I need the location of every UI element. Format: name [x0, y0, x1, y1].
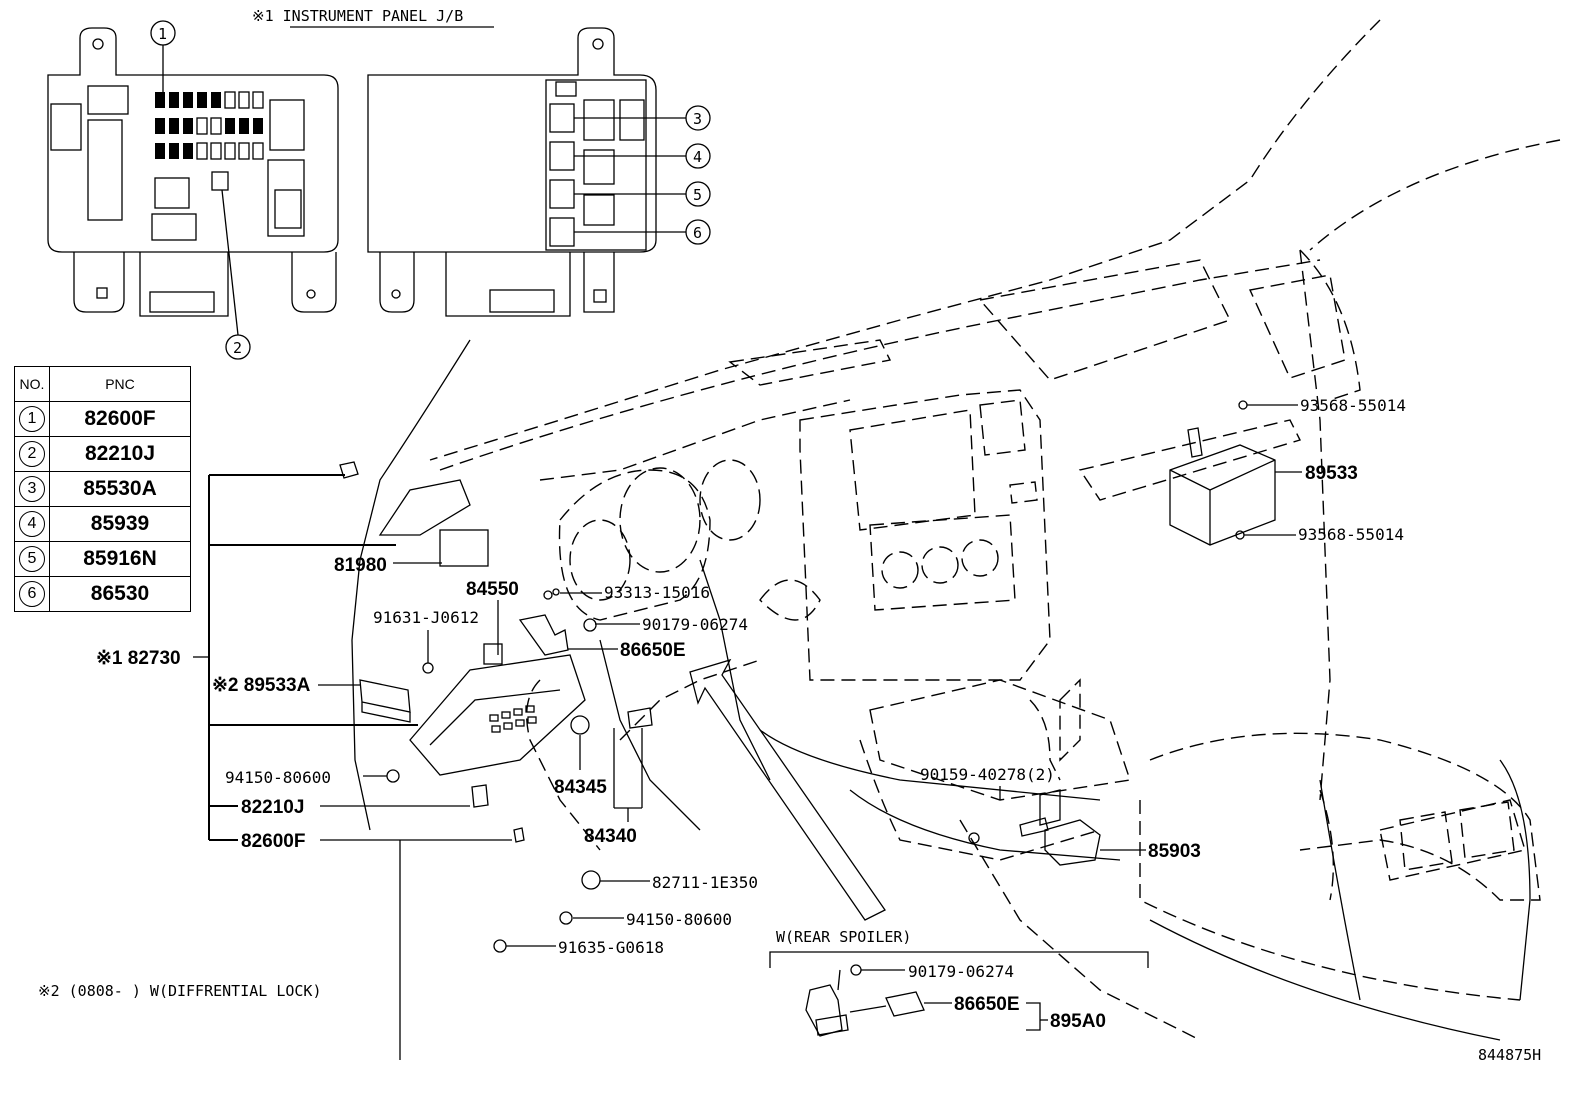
label-94150-80600-bottom: 94150-80600: [626, 910, 732, 929]
label-93313-15016: 93313-15016: [604, 583, 710, 602]
pnc-table: NO. PNC 1 82600F 2 82210J 3 85530A 4 859…: [14, 366, 191, 612]
dashboard-outline: [351, 19, 1561, 1060]
sensor-85903-part: [1019, 789, 1101, 866]
drawing-id: 844875H: [1478, 1046, 1541, 1064]
bracket-81980-part: [339, 461, 489, 567]
location-arrow: [689, 658, 886, 921]
table-row: 5 85916N: [14, 541, 191, 577]
label-rs-895A0: 895A0: [1050, 1011, 1106, 1032]
junction-block-front: [47, 27, 339, 317]
leader-lines: [318, 404, 1302, 947]
row-pnc: 85916N: [49, 541, 191, 577]
callout-6: 6: [574, 219, 711, 245]
junction-block-rear: [367, 27, 657, 317]
svg-text:5: 5: [693, 186, 702, 204]
callout-2: 2: [221, 189, 251, 360]
label-93568-55014-bottom: 93568-55014: [1298, 525, 1404, 544]
row-number: 3: [19, 476, 45, 502]
label-85903: 85903: [1148, 841, 1201, 862]
label-91631-J0612: 91631-J0612: [373, 608, 479, 627]
svg-text:1: 1: [158, 25, 167, 43]
label-84550: 84550: [466, 579, 519, 600]
callout-1: 1: [150, 20, 176, 92]
sensor-84340-part: [570, 707, 653, 735]
label-82730: ※1 82730: [96, 648, 181, 669]
module-82730-part: [409, 643, 586, 776]
table-row: 3 85530A: [14, 471, 191, 507]
label-91635-G0618: 91635-G0618: [558, 938, 664, 957]
row-number: 4: [19, 511, 45, 537]
table-row: 6 86530: [14, 576, 191, 612]
svg-text:6: 6: [693, 224, 702, 242]
label-90179-06274: 90179-06274: [642, 615, 748, 634]
row-pnc: 82600F: [49, 401, 191, 437]
rear-spoiler-heading: W(REAR SPOILER): [776, 928, 911, 946]
row-number: 1: [19, 406, 45, 432]
label-rs-86650E: 86650E: [954, 994, 1020, 1015]
rear-spoiler-inset: W(REAR SPOILER) 90179-06274 86650E 895A0: [769, 928, 1149, 1037]
left-bracket-lines: [193, 474, 418, 841]
svg-text:3: 3: [693, 110, 702, 128]
table-row: 1 82600F: [14, 401, 191, 437]
label-89533A: ※2 89533A: [212, 675, 311, 696]
label-86650E: 86650E: [620, 640, 686, 661]
callout-3: 3: [574, 105, 711, 131]
callout-5: 5: [574, 181, 711, 207]
sensor-86650E-part: [518, 590, 597, 656]
label-82600F: 82600F: [241, 831, 305, 852]
row-pnc: 86530: [49, 576, 191, 612]
callout-4: 4: [574, 143, 711, 169]
label-82711-1E350: 82711-1E350: [652, 873, 758, 892]
row-number: 5: [19, 546, 45, 572]
fasteners: [386, 400, 1248, 953]
pnc-table-header: NO. PNC: [14, 366, 191, 402]
row-number: 2: [19, 441, 45, 467]
footnote: ※2 (0808- ) W(DIFFRENTIAL LOCK): [38, 982, 322, 1000]
receiver-89533-part: [1169, 427, 1276, 546]
label-94150-80600-left: 94150-80600: [225, 768, 331, 787]
row-pnc: 85939: [49, 506, 191, 542]
row-pnc: 85530A: [49, 471, 191, 507]
label-93568-55014-top: 93568-55014: [1300, 396, 1406, 415]
switch-89533A-part: [359, 679, 411, 723]
svg-text:2: 2: [233, 339, 242, 357]
jb-title: ※1 INSTRUMENT PANEL J/B: [252, 7, 463, 25]
row-number: 6: [19, 581, 45, 607]
table-row: 2 82210J: [14, 436, 191, 472]
label-81980: 81980: [334, 555, 387, 576]
table-row: 4 85939: [14, 506, 191, 542]
label-84340: 84340: [584, 826, 637, 847]
svg-text:4: 4: [693, 148, 702, 166]
label-89533: 89533: [1305, 463, 1358, 484]
label-82210J: 82210J: [241, 797, 304, 818]
label-84345: 84345: [554, 777, 607, 798]
pnc-header-pnc: PNC: [49, 366, 191, 402]
row-pnc: 82210J: [49, 436, 191, 472]
label-rs-90179-06274: 90179-06274: [908, 962, 1014, 981]
label-90159-40278: 90159-40278(2): [920, 765, 1055, 784]
pnc-header-no: NO.: [14, 366, 50, 402]
